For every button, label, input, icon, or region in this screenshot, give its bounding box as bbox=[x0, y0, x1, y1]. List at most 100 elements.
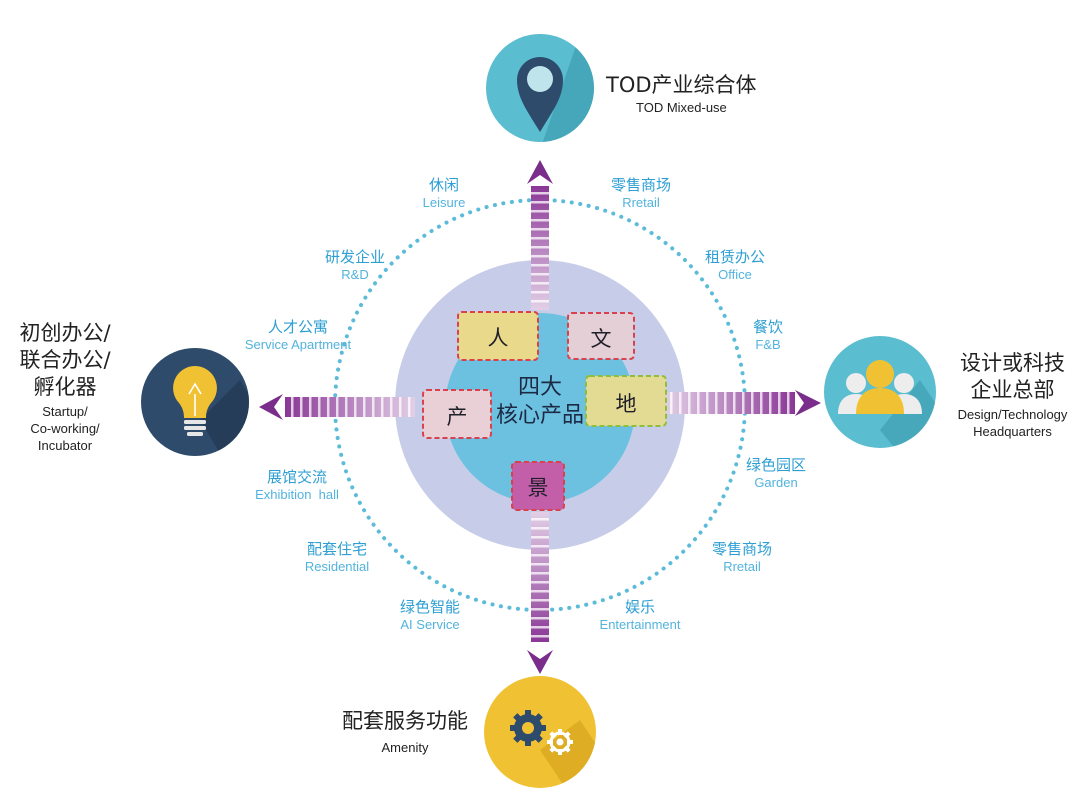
arrow-stripe bbox=[531, 617, 549, 620]
arrow-stripe bbox=[531, 237, 549, 240]
arrow-stripe bbox=[531, 608, 549, 611]
node-bottom-badge bbox=[484, 676, 596, 788]
node-right-zh-1: 设计或科技 bbox=[960, 351, 1065, 375]
service-leisure: 休闲 Leisure bbox=[404, 176, 484, 211]
node-top-en: TOD Mixed-use bbox=[636, 100, 727, 115]
service-rnd-zh: 研发企业 bbox=[324, 248, 385, 266]
arrow-stripe bbox=[372, 397, 375, 417]
lightbulb-icon bbox=[173, 366, 217, 436]
service-rnd-en: R&D bbox=[341, 267, 369, 282]
arrow-stripe bbox=[531, 291, 549, 294]
core-tag-culture-label: 文 bbox=[590, 327, 612, 351]
node-left-en-3: Incubator bbox=[37, 438, 93, 453]
service-exhibition-zh: 展馆交流 bbox=[266, 468, 327, 486]
node-right-en-2: Headquarters bbox=[973, 424, 1052, 439]
core-tag-industry bbox=[422, 389, 492, 439]
arrow-stripe bbox=[309, 397, 312, 417]
service-exhibition-en: Exhibition hall bbox=[255, 487, 339, 502]
core-tag-industry-label: 产 bbox=[446, 405, 468, 429]
gear-tooth bbox=[525, 710, 531, 717]
arrow-stripe bbox=[706, 392, 709, 414]
service-office-en: Office bbox=[718, 267, 752, 282]
service-retail-top-zh: 零售商场 bbox=[610, 176, 671, 194]
arrow-right bbox=[665, 390, 821, 416]
arrow-stripe bbox=[724, 392, 727, 414]
arrow-stripe bbox=[531, 282, 549, 285]
service-rnd: 研发企业 R&D bbox=[310, 248, 400, 283]
core-tag-land-label: 地 bbox=[615, 392, 637, 416]
arrow-stripe bbox=[531, 626, 549, 629]
service-fnb-en: F&B bbox=[755, 337, 781, 352]
service-fnb-zh: 餐饮 bbox=[752, 318, 783, 336]
node-right-zh-2: 企业总部 bbox=[970, 378, 1055, 402]
arrow-stripe bbox=[318, 397, 321, 417]
service-garden-en: Garden bbox=[754, 475, 798, 490]
service-exhibition: 展馆交流 Exhibition hall bbox=[244, 468, 350, 503]
service-fnb: 餐饮 F&B bbox=[736, 318, 800, 353]
service-retail-bottom: 零售商场 Rretail bbox=[696, 540, 788, 575]
service-garden-zh: 绿色园区 bbox=[745, 456, 806, 474]
arrow-stripe bbox=[531, 527, 549, 530]
arrow-stripe bbox=[670, 392, 673, 414]
arrow-stripe bbox=[531, 300, 549, 303]
service-retail-top: 零售商场 Rretail bbox=[596, 176, 686, 211]
arrow-stripe bbox=[531, 518, 549, 521]
service-residential-en: Residential bbox=[304, 559, 370, 574]
node-top-label: TOD产业综合体 TOD Mixed-use bbox=[606, 72, 757, 116]
arrow-stripe bbox=[531, 201, 549, 204]
service-ai-en: AI Service bbox=[400, 617, 460, 632]
arrow-stripe bbox=[408, 397, 411, 417]
arrow-stripe bbox=[531, 563, 549, 566]
people-group-icon bbox=[838, 360, 922, 414]
arrow-stripe bbox=[381, 397, 384, 417]
service-leisure-zh: 休闲 bbox=[428, 176, 459, 194]
core-title-line2: 核心产品 bbox=[495, 403, 584, 428]
service-entertainment-en: Entertainment bbox=[599, 617, 681, 632]
arrow-stripe bbox=[354, 397, 357, 417]
arrow-stripe bbox=[336, 397, 339, 417]
arrow-stripe bbox=[531, 192, 549, 195]
arrow-stripe bbox=[697, 392, 700, 414]
node-left-label: 初创办公/ 联合办公/ 孵化器 Startup/ Co-working/ Inc… bbox=[0, 320, 130, 454]
service-entertainment: 娱乐 Entertainment bbox=[588, 598, 692, 633]
core-tag-people bbox=[457, 311, 539, 361]
arrow-stripe bbox=[327, 397, 330, 417]
node-right-badge bbox=[824, 336, 936, 448]
service-office-zh: 租赁办公 bbox=[704, 248, 765, 266]
service-apartment: 人才公寓 Service Apartment bbox=[234, 318, 362, 353]
node-left-en-2: Co-working/ bbox=[30, 421, 100, 436]
node-right-label: 设计或科技 企业总部 Design/Technology Headquarter… bbox=[945, 350, 1080, 440]
service-residential-zh: 配套住宅 bbox=[306, 540, 367, 558]
service-residential: 配套住宅 Residential bbox=[294, 540, 380, 575]
node-left-zh-3: 孵化器 bbox=[33, 375, 97, 399]
service-office: 租赁办公 Office bbox=[690, 248, 780, 283]
arrow-stripe bbox=[531, 228, 549, 231]
location-pin-icon bbox=[517, 57, 563, 132]
arrow-stripe bbox=[688, 392, 691, 414]
core-tag-scenery bbox=[511, 461, 565, 511]
arrow-stripe bbox=[363, 397, 366, 417]
service-retail-top-en: Rretail bbox=[622, 195, 660, 210]
arrow-stripe bbox=[769, 392, 772, 414]
arrow-stripe bbox=[390, 397, 393, 417]
arrow-stripe bbox=[787, 392, 790, 414]
arrow-stripe bbox=[531, 572, 549, 575]
core-tag-land bbox=[585, 375, 667, 427]
gear-tooth bbox=[525, 739, 531, 746]
node-left-badge bbox=[141, 348, 249, 456]
arrow-stripe bbox=[531, 210, 549, 213]
arrow-stripe bbox=[531, 536, 549, 539]
service-apartment-en: Service Apartment bbox=[244, 337, 352, 352]
service-entertainment-zh: 娱乐 bbox=[624, 598, 655, 616]
arrow-stripe bbox=[531, 246, 549, 249]
arrow-up bbox=[527, 160, 553, 310]
arrow-stripe bbox=[679, 392, 682, 414]
node-left-zh-1: 初创办公/ bbox=[19, 321, 111, 345]
service-apartment-zh: 人才公寓 bbox=[267, 318, 328, 336]
core-inner-disc bbox=[445, 313, 635, 503]
service-retail-bottom-en: Rretail bbox=[723, 559, 761, 574]
core-tag-culture bbox=[567, 312, 635, 360]
arrow-stripe bbox=[399, 397, 402, 417]
arrow-stripe bbox=[778, 392, 781, 414]
